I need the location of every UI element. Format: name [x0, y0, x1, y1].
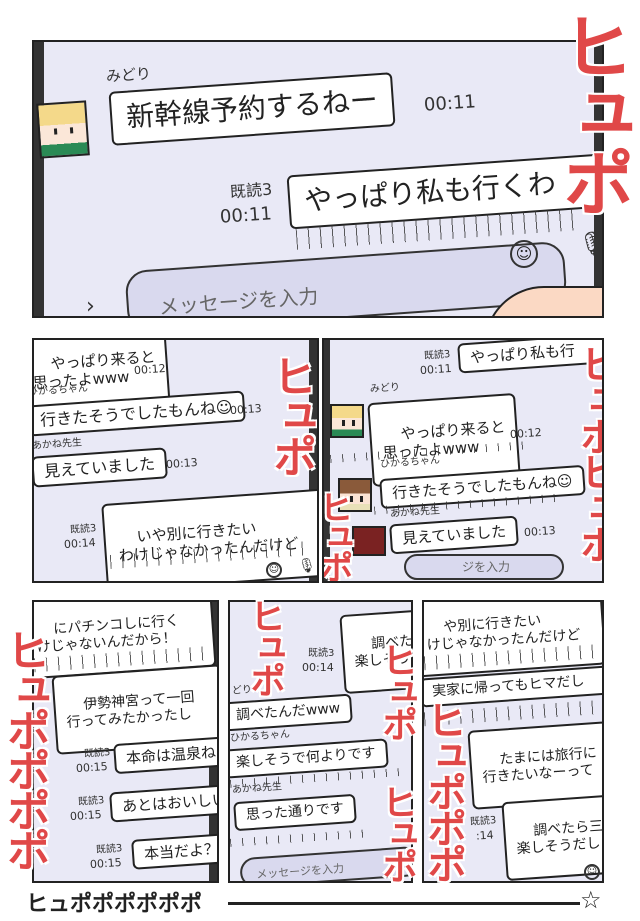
message-text: 調べたんだwww	[235, 700, 341, 724]
sender-name: みどり	[105, 64, 152, 86]
message-time: 00:11	[419, 361, 453, 378]
message-text: 新幹線予約するねー	[125, 83, 379, 134]
expand-arrow-icon[interactable]: ›	[86, 294, 95, 318]
avatar-eye	[53, 128, 58, 135]
message-text: 思った通りです	[245, 800, 345, 824]
message-text: 伊勢神宮って一回 行ってみたかったし	[66, 688, 195, 731]
message-text: やっぱり私も行	[469, 341, 576, 367]
message-time: 00:11	[423, 91, 477, 116]
avatar-eye	[352, 420, 355, 426]
message-time: 00:13	[165, 455, 199, 472]
message-input-placeholder: メッセージを入力	[158, 283, 320, 318]
emoji-icon[interactable]: ☺	[266, 562, 282, 578]
read-receipt: 既読3	[308, 648, 335, 659]
message-bubble: 思った通りです	[233, 793, 357, 832]
message-time: 00:14	[302, 661, 334, 674]
message-text: 調べたら三重県 楽しそうだし	[516, 816, 604, 857]
sender-name: あかね先生	[32, 437, 83, 452]
phone-bezel-left	[34, 42, 44, 316]
message-bubble: 本当だよ？	[131, 832, 219, 870]
message-time: 00:13	[229, 401, 263, 418]
mic-icon[interactable]: 🎙	[298, 558, 316, 574]
avatar-hikaru	[338, 478, 372, 512]
read-receipt: 既読3	[423, 349, 451, 362]
sender-name: あかね先生	[389, 505, 441, 520]
message-text: 本命は温泉ね	[125, 743, 217, 768]
message-text: あとはおいしい	[121, 790, 219, 816]
message-input-placeholder: ジを入力	[462, 560, 511, 574]
read-receipt: 既読3	[77, 795, 105, 808]
sender-name: ひかるちゃん	[229, 728, 291, 745]
star-icon: ☆	[580, 886, 602, 914]
message-time: 00:15	[75, 759, 109, 776]
avatar-eye	[360, 496, 363, 502]
message-bubble: 見えていました	[34, 447, 169, 488]
phone-bezel-left	[324, 340, 330, 581]
message-bubble: 調べたんだwww	[230, 693, 354, 732]
read-receipt: 既読3	[83, 747, 111, 760]
panel-2: やっぱり来ると 思ったよwww 00:12 ひかるちゃん 行きたそうでしたもんね…	[32, 338, 319, 583]
panel-1: みどり 新幹線予約するねー 00:11 既読3 00:11 やっぱり私も行くわ …	[32, 40, 604, 318]
message-text: たまには旅行に 行きたいなーって	[482, 744, 598, 786]
message-text: 見えていました	[43, 454, 156, 481]
message-text: 行きたそうでしたもんね☺	[39, 397, 234, 430]
avatar-eye	[69, 127, 74, 134]
message-time: 00:15	[89, 855, 123, 872]
message-time: 00:14	[63, 535, 97, 552]
message-time: 00:13	[523, 523, 557, 540]
phone-bezel-right	[309, 340, 317, 581]
message-time: :14	[475, 828, 495, 843]
avatar-akane	[352, 526, 386, 556]
caption-line	[228, 902, 580, 905]
read-receipt: 既読3	[229, 179, 273, 202]
message-time: 00:12	[133, 361, 167, 378]
sound-effect-text: ヒュポポポ	[420, 700, 466, 880]
sound-effect-text: ヒュポポポポ	[0, 628, 50, 868]
message-text: 本当だよ？	[143, 839, 219, 863]
panel-3: 既読3 00:11 やっぱり私も行 みどり やっぱり来ると 思ったよwww 00…	[322, 338, 604, 583]
panel-6: や別に行きたい けじゃなかったんだけど 実家に帰ってもヒマだし たまには旅行に …	[422, 600, 604, 883]
sound-effect-text: ヒュポ	[322, 490, 353, 580]
message-time: 00:11	[219, 203, 273, 228]
read-receipt: 既読3	[95, 843, 123, 856]
message-text: 実家に帰ってもヒマだし	[431, 673, 585, 700]
sound-effect-text: ヒュポヒュポ	[573, 344, 604, 560]
sender-name: みどり	[369, 381, 401, 396]
message-bubble: いや別に行きたい わけじゃなかったんだけど	[101, 488, 317, 581]
message-time: 00:15	[69, 807, 103, 824]
sound-effect-text: ヒュポ	[244, 598, 285, 694]
panel-5: 既読3 00:14 調べたら 楽しそう どり 調べたんだwww ひかるちゃん 楽…	[228, 600, 413, 883]
sound-effect-text: ヒュポ	[376, 642, 417, 738]
message-bubble: 新幹線予約するねー	[108, 72, 396, 146]
avatar-eye	[342, 420, 345, 426]
message-text: やっぱり私も行くわ	[303, 166, 557, 218]
read-receipt: 既読3	[469, 815, 497, 828]
sound-effect-text: ヒュポ	[265, 354, 316, 474]
message-input-placeholder: メッセージを入力	[255, 862, 345, 882]
avatar-midori	[330, 404, 364, 438]
sender-name: あかね先生	[231, 781, 283, 796]
message-text: 見えていました	[401, 522, 507, 548]
message-text: 楽しそうで何よりです	[235, 745, 377, 771]
avatar-eye	[350, 496, 353, 502]
emoji-icon[interactable]: ☺	[510, 240, 538, 268]
message-bubble: 見えていました	[389, 515, 520, 555]
message-bubble: あとはおいしい	[109, 783, 219, 823]
mic-icon[interactable]: 🎙	[578, 230, 602, 258]
read-receipt: 既読3	[69, 523, 97, 536]
caption-text: ヒュポポポポポポ	[26, 892, 203, 917]
emoji-icon[interactable]: ☺	[584, 864, 600, 880]
sound-effect-text: ヒュポ	[376, 784, 417, 880]
message-time: 00:12	[509, 425, 543, 442]
avatar-midori	[36, 100, 90, 159]
sound-effect-text: ヒュポ	[550, 10, 634, 214]
panel-4: にパチンコしに行く けじゃないんだから！ 伊勢神宮って一回 行ってみたかったし …	[32, 600, 219, 883]
message-input[interactable]: ジを入力	[404, 554, 564, 580]
motion-lines	[230, 829, 371, 847]
